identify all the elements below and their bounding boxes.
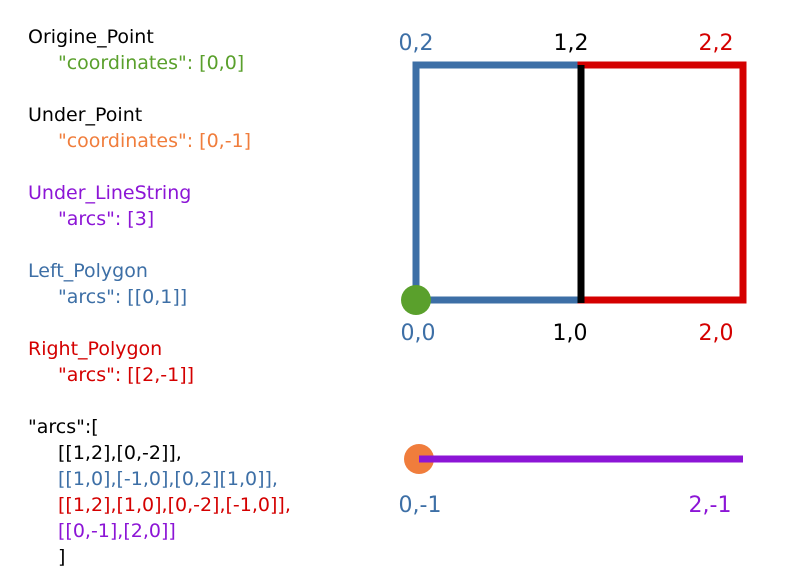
feature-listing: Origine_Point "coordinates": [0,0] Under… bbox=[28, 24, 291, 570]
label-0-2: 0,2 bbox=[399, 31, 434, 56]
under-point-block: Under_Point "coordinates": [0,-1] bbox=[28, 102, 291, 154]
arc-1-line: [[1,0],[-1,0],[0,2][1,0]], bbox=[58, 468, 278, 490]
under-linestring-name: Under_LineString bbox=[28, 182, 192, 204]
origine-point-name: Origine_Point bbox=[28, 26, 154, 48]
under-point-detail: "coordinates": [0,-1] bbox=[58, 130, 252, 152]
left-polygon-name: Left_Polygon bbox=[28, 260, 148, 282]
arcs-listing: "arcs":[ [[1,2],[0,-2]], [[1,0],[-1,0],[… bbox=[28, 414, 291, 570]
label-2-2: 2,2 bbox=[699, 31, 734, 56]
left-polygon-block: Left_Polygon "arcs": [[0,1]] bbox=[28, 258, 291, 310]
left-polygon-shape bbox=[412, 61, 585, 304]
under-linestring-detail: "arcs": [3] bbox=[58, 208, 155, 230]
label-1-0: 1,0 bbox=[553, 321, 588, 346]
under-point-name: Under_Point bbox=[28, 104, 143, 126]
right-polygon-detail: "arcs": [[2,-1]] bbox=[58, 364, 195, 386]
arcs-listing-open: "arcs":[ bbox=[28, 416, 99, 438]
arc-2-line: [[1,2],[1,0],[0,-2],[-1,0]], bbox=[58, 494, 291, 516]
origine-point-marker bbox=[401, 285, 431, 315]
right-polygon-name: Right_Polygon bbox=[28, 338, 163, 360]
right-polygon-shape bbox=[577, 61, 747, 304]
left-polygon-detail: "arcs": [[0,1]] bbox=[58, 286, 188, 308]
label-2-0: 2,0 bbox=[699, 321, 734, 346]
label-0-minus1: 0,-1 bbox=[399, 493, 442, 518]
right-polygon-block: Right_Polygon "arcs": [[2,-1]] bbox=[28, 336, 291, 388]
label-0-0: 0,0 bbox=[401, 321, 436, 346]
arcs-listing-close: ] bbox=[58, 546, 66, 568]
label-1-2: 1,2 bbox=[554, 31, 589, 56]
arc-0-line: [[1,2],[0,-2]], bbox=[58, 442, 182, 464]
origine-point-detail: "coordinates": [0,0] bbox=[58, 52, 245, 74]
label-2-minus1: 2,-1 bbox=[689, 493, 732, 518]
under-linestring-block: Under_LineString "arcs": [3] bbox=[28, 180, 291, 232]
arc-3-line: [[0,-1],[2,0]] bbox=[58, 520, 176, 542]
origine-point-block: Origine_Point "coordinates": [0,0] bbox=[28, 24, 291, 76]
